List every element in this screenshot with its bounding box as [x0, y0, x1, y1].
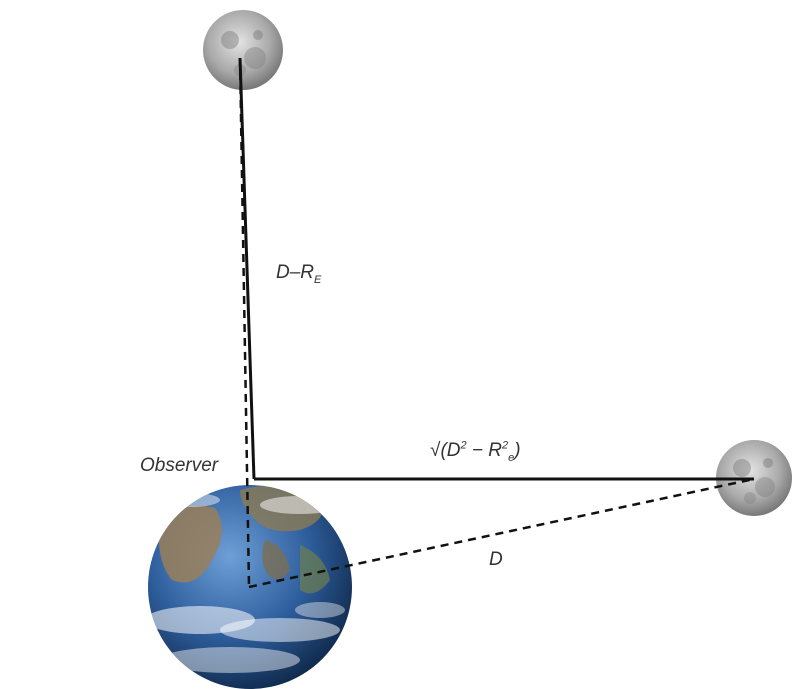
horizontal-distance-sup2: 2 — [502, 439, 509, 452]
earth-image — [148, 485, 352, 689]
label-vertical-distance: D–RE — [276, 262, 321, 285]
label-hypotenuse: D — [489, 549, 503, 570]
horizontal-distance-sup1: 2 — [460, 439, 467, 452]
label-vertical-distance-subscript: E — [314, 273, 322, 286]
horizontal-distance-minus: − R — [466, 440, 502, 461]
dashed-line-center-to-top-moon — [238, 57, 251, 588]
label-observer: Observer — [140, 455, 219, 476]
horizontal-distance-open: (D — [440, 440, 461, 461]
radical-symbol: √ — [430, 440, 441, 461]
dashed-line-center-to-right-moon — [248, 477, 755, 589]
moon-top-image — [203, 10, 283, 90]
horizontal-distance-sub2: e — [508, 451, 515, 464]
horizontal-distance-close: ) — [514, 440, 521, 461]
label-vertical-distance-main: D–R — [276, 262, 315, 283]
label-horizontal-distance: √(D2 − R2e) — [430, 439, 521, 463]
